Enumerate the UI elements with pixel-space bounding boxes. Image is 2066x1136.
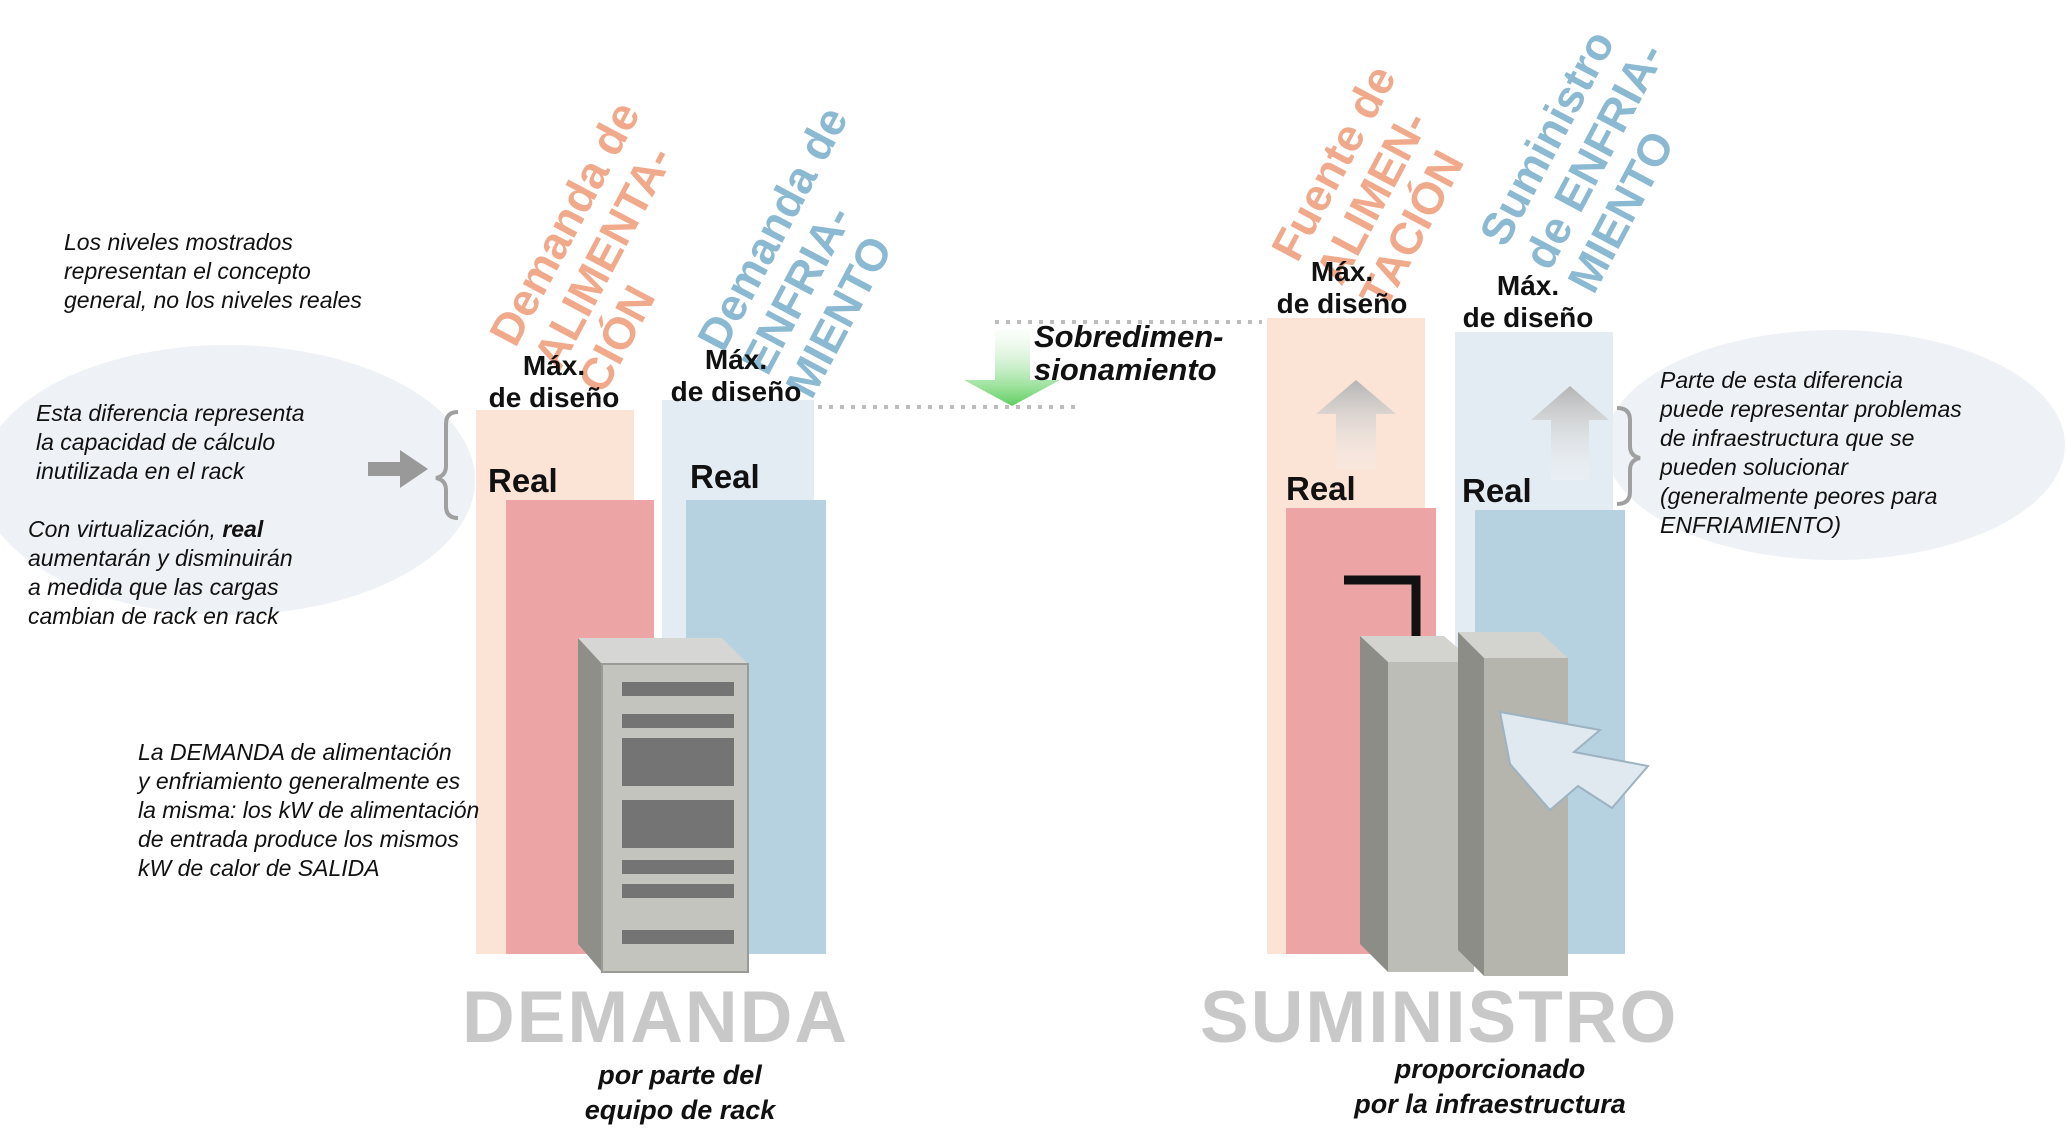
oversizing-arrow-icon — [964, 330, 1060, 406]
real-label-supply-cooling: Real — [1462, 472, 1532, 509]
levels-note: Los niveles mostrados representan el con… — [64, 229, 362, 313]
left-callout-suffix: aumentarán y disminuirán a medida que la… — [28, 545, 293, 629]
max-diseno-label-demand-cooling: Máx. de diseño — [670, 344, 802, 407]
left-bracket-icon — [435, 410, 459, 520]
rack-server-icon — [578, 638, 749, 973]
infrastructure-units-icon — [1344, 575, 1650, 976]
oversizing-label: Sobredimen- sionamiento — [1034, 319, 1224, 387]
max-diseno-label-supply-cooling: Máx. de diseño — [1462, 270, 1594, 333]
cooling-growth-arrow-icon — [1531, 386, 1609, 480]
demanda-subtitle: por parte del equipo de rack — [584, 1060, 776, 1125]
max-diseno-label-supply-power: Máx. de diseño — [1276, 256, 1408, 319]
left-callout-line1: Esta diferencia representa la capacidad … — [36, 400, 305, 484]
right-bracket-icon — [1616, 406, 1641, 506]
suministro-title: SUMINISTRO — [1200, 977, 1679, 1058]
suministro-subtitle: proporcionado por la infraestructura — [1354, 1054, 1626, 1119]
right-callout-bubble — [1605, 330, 2065, 560]
left-callout-prefix: Con virtualización, — [28, 516, 223, 542]
left-callout-text: Esta diferencia representa la capacidad … — [28, 370, 428, 660]
power-growth-arrow-icon — [1316, 380, 1396, 470]
left-callout-bubble — [0, 345, 475, 615]
left-callout-bold: real — [222, 516, 264, 542]
real-label-demand-cooling: Real — [690, 458, 760, 495]
demanda-title: DEMANDA — [462, 977, 850, 1058]
max-diseno-label-demand-power: Máx. de diseño — [488, 350, 620, 413]
right-callout-text: Parte de esta diferencia puede represent… — [1660, 367, 1962, 538]
real-label-demand-power: Real — [488, 462, 558, 499]
left-pointer-arrow-icon — [368, 450, 428, 488]
left-callout-line2: Con virtualización, real aumentarán y di… — [28, 515, 428, 631]
demand-note: La DEMANDA de alimentación y enfriamient… — [138, 739, 480, 881]
real-label-supply-power: Real — [1286, 470, 1356, 507]
